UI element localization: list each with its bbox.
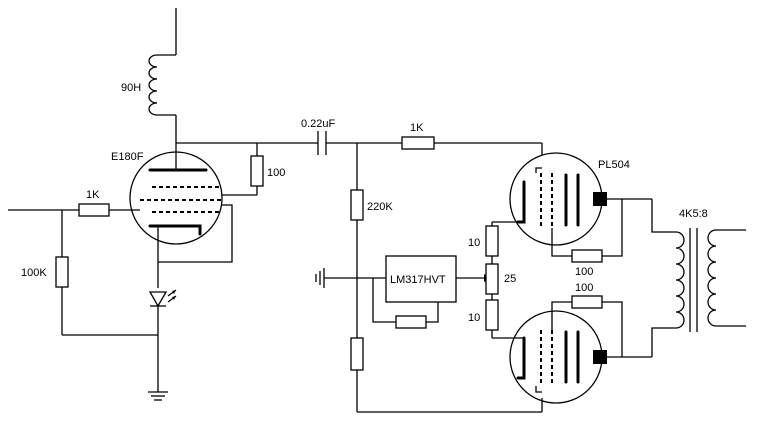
- transformer-label: 4K5:8: [679, 208, 708, 220]
- output-tube-label: PL504: [598, 159, 630, 171]
- plate-resistor-label: 100: [267, 167, 285, 179]
- bias-resistor-lower: [350, 337, 364, 371]
- lower-balance-label: 10: [468, 312, 480, 324]
- output-transformer: [651, 199, 746, 357]
- input-tube-e180f: [129, 143, 223, 248]
- regulator-set-resistor: [395, 315, 427, 329]
- upper-balance-label: 10: [468, 237, 480, 249]
- coupling-cap-label: 0.22uF: [301, 118, 336, 130]
- ground-symbol-input: [148, 391, 168, 401]
- screen-resistor-lower: [571, 295, 603, 309]
- grid-stopper-input-label: 1K: [86, 189, 100, 201]
- bias-resistor-220k: [350, 189, 364, 221]
- bias-resistor-label: 220K: [367, 201, 393, 213]
- coupling-capacitor: [317, 131, 327, 155]
- output-tube-upper-pl504: [509, 152, 607, 246]
- choke-90h: [148, 8, 177, 143]
- plate-resistor: [250, 155, 264, 187]
- bias-led: [148, 289, 177, 308]
- grid-leak-resistor: [55, 256, 69, 288]
- input-tube-label: E180F: [111, 151, 144, 163]
- grid-leak-label: 100K: [21, 267, 47, 279]
- screen-resistor-lower-label: 100: [575, 282, 593, 294]
- grid-stopper-input-resistor: [78, 203, 110, 217]
- upper-balance-resistor: [485, 225, 499, 257]
- choke-label: 90H: [121, 82, 141, 94]
- regulator-lm317hvt: [385, 255, 457, 303]
- screen-resistor-upper-label: 100: [575, 266, 593, 278]
- output-tube-lower-pl504: [509, 310, 607, 404]
- grid-stopper-output-label: 1K: [410, 122, 424, 134]
- screen-resistor-upper: [571, 249, 603, 263]
- ground-symbol-bias: [315, 268, 325, 288]
- lower-balance-resistor: [485, 299, 499, 331]
- balance-pot: [485, 263, 499, 295]
- grid-stopper-output-resistor: [401, 136, 435, 150]
- regulator-label: LM317HVT: [390, 274, 446, 286]
- balance-pot-label: 25: [504, 273, 516, 285]
